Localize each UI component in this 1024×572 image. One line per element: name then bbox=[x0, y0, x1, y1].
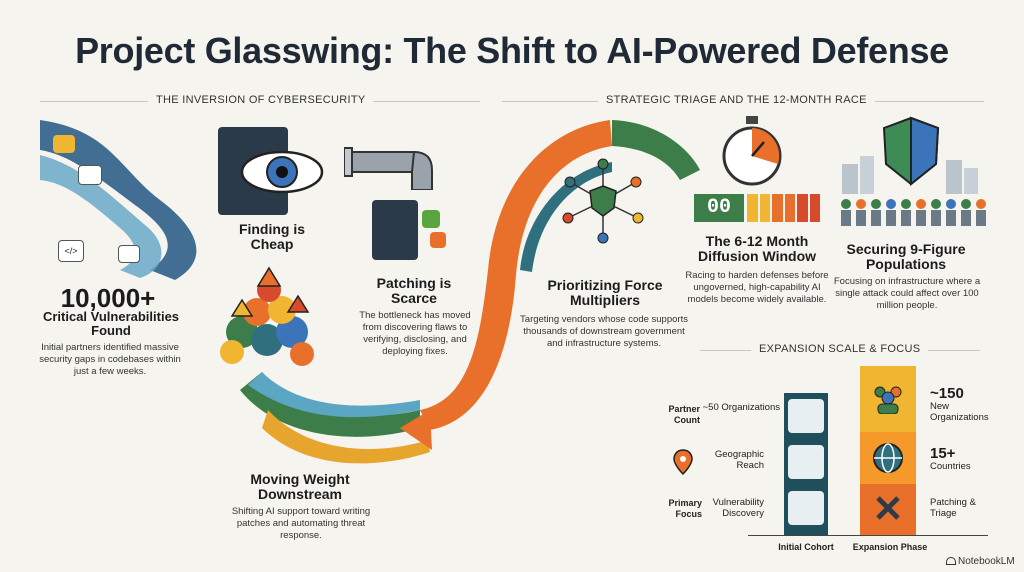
securing-title: Securing 9-Figure Populations bbox=[846, 241, 966, 273]
initial-cohort-label: Initial Cohort bbox=[778, 542, 834, 552]
initial-geographic-reach: Geographic Reach bbox=[714, 449, 764, 471]
globe-icon-small bbox=[788, 445, 824, 479]
eye-icon bbox=[240, 150, 324, 194]
moving-desc: Shifting AI support toward writing patch… bbox=[231, 506, 371, 542]
people-icon-small bbox=[788, 399, 824, 433]
code-river bbox=[40, 120, 197, 280]
brand-label: NotebookLM bbox=[946, 556, 1015, 567]
diffusion-desc: Racing to harden defenses before ungover… bbox=[685, 270, 829, 306]
code-windows-illustration: </> bbox=[48, 125, 140, 270]
expansion-primary-focus: Patching & Triage bbox=[930, 497, 976, 519]
force-desc: Targeting vendors whose code supports th… bbox=[520, 314, 688, 350]
force-title: Prioritizing Force Multipliers bbox=[547, 277, 663, 309]
section-header-inversion: THE INVERSION OF CYBERSECURITY bbox=[148, 94, 374, 106]
network-shield-icon bbox=[562, 158, 644, 244]
expansion-geographic-reach: 15+ bbox=[930, 445, 956, 462]
vulns-title: Critical Vulnerabilities Found bbox=[42, 309, 180, 339]
globe-icon bbox=[873, 443, 903, 473]
expansion-partner-desc: New Organizations bbox=[930, 401, 989, 423]
page-title: Project Glasswing: The Shift to AI-Power… bbox=[75, 30, 949, 71]
shield-city-icon bbox=[841, 116, 986, 226]
section-header-triage: STRATEGIC TRIAGE AND THE 12-MONTH RACE bbox=[598, 94, 875, 106]
vulns-number: 10,000+ bbox=[60, 283, 156, 313]
initial-primary-focus: Vulnerability Discovery bbox=[712, 497, 764, 519]
brand-text: NotebookLM bbox=[958, 556, 1015, 567]
row-label-partner-count: Partner Count bbox=[668, 404, 700, 425]
notebooklm-logo-icon bbox=[946, 557, 956, 566]
stopwatch-icon bbox=[722, 116, 782, 186]
row-label-primary-focus: Primary Focus bbox=[668, 498, 702, 519]
securing-desc: Focusing on infrastructure where a singl… bbox=[833, 276, 981, 312]
code-tag-icon: </> bbox=[58, 240, 84, 262]
eye-monitor-illustration bbox=[218, 127, 326, 217]
patch-code-window bbox=[372, 200, 418, 260]
diffusion-title: The 6-12 Month Diffusion Window bbox=[697, 233, 817, 265]
vulnerability-pile-icon bbox=[220, 266, 314, 366]
countdown-bar: 00 bbox=[694, 194, 820, 222]
section-header-expansion: EXPANSION SCALE & FOCUS bbox=[751, 343, 929, 355]
finding-title: Finding is Cheap bbox=[238, 221, 306, 253]
puzzle-icon bbox=[422, 210, 440, 228]
moving-title: Moving Weight Downstream bbox=[250, 471, 350, 503]
expansion-phase-column bbox=[860, 366, 916, 535]
tools-icon bbox=[876, 496, 900, 520]
expansion-partner-count: ~150 bbox=[930, 385, 964, 402]
patching-desc: The bottleneck has moved from discoverin… bbox=[359, 310, 471, 358]
patching-title: Patching is Scarce bbox=[376, 275, 452, 307]
vulns-desc: Initial partners identified massive secu… bbox=[39, 342, 181, 378]
expansion-phase-label: Expansion Phase bbox=[852, 542, 928, 552]
initial-cohort-column bbox=[784, 393, 828, 535]
pipe-icon bbox=[344, 147, 433, 190]
counter-display: 00 bbox=[694, 194, 744, 222]
initial-partner-count: ~50 Organizations bbox=[702, 402, 780, 413]
eye-scan-icon bbox=[788, 491, 824, 525]
people-group-icon bbox=[874, 386, 902, 414]
map-pin-icon bbox=[673, 449, 693, 476]
chart-baseline bbox=[748, 535, 988, 536]
expansion-geographic-desc: Countries bbox=[930, 461, 971, 472]
